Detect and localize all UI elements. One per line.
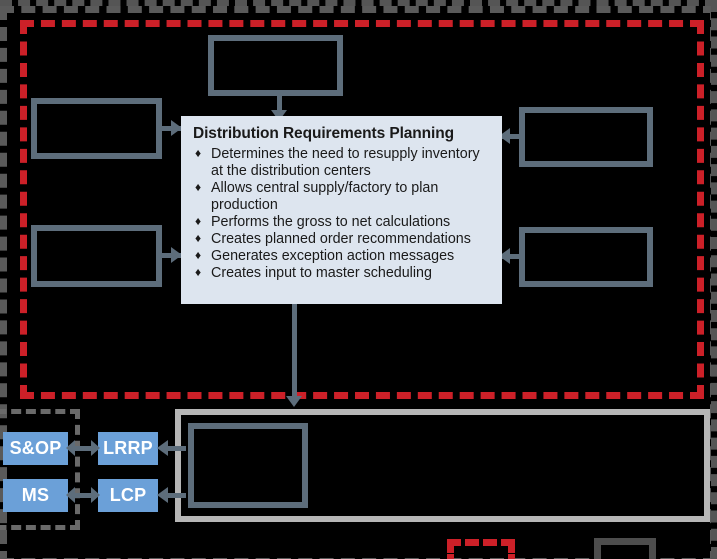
process-block-ms[interactable]: MS xyxy=(3,479,68,512)
connector-container-to-lrrp-arrowhead xyxy=(157,440,168,456)
process-block-label: MS xyxy=(21,485,50,505)
connector-panel-to-bottom-shaft xyxy=(292,304,297,403)
connector-left-upper-arrowhead xyxy=(171,120,182,136)
list-item: ♦ Performs the gross to net calculations xyxy=(193,214,490,231)
left-lower-box[interactable] xyxy=(31,225,162,287)
list-item: ♦ Generates exception action messages xyxy=(193,248,490,265)
connector-container-to-lrrp-shaft xyxy=(166,446,186,451)
connector-ms-lcp-double-arrow xyxy=(66,487,100,503)
drp-panel[interactable]: Distribution Requirements Planning ♦ Det… xyxy=(181,116,502,304)
planning-group-dashed-rect[interactable] xyxy=(0,409,80,530)
connector-right-upper-shaft xyxy=(501,134,523,139)
right-upper-box[interactable] xyxy=(519,107,653,167)
arrow-shaft xyxy=(74,493,92,498)
list-item-text: Generates exception action messages xyxy=(211,247,455,264)
process-block-label: S&OP xyxy=(9,438,62,458)
connector-right-lower-arrowhead xyxy=(499,248,510,264)
diamond-bullet-icon: ♦ xyxy=(195,179,202,194)
connector-right-upper-arrowhead xyxy=(499,128,510,144)
diamond-bullet-icon: ♦ xyxy=(195,264,202,279)
arrow-left-head-icon xyxy=(66,487,75,503)
connector-left-lower-arrowhead xyxy=(171,247,182,263)
arrow-right-head-icon xyxy=(91,440,100,456)
arrow-right-head-icon xyxy=(91,487,100,503)
arrow-shaft xyxy=(74,446,92,451)
list-item-text: Allows central supply/factory to plan pr… xyxy=(211,179,439,213)
process-block-label: LRRP xyxy=(103,438,153,458)
diamond-bullet-icon: ♦ xyxy=(195,247,202,262)
connector-sop-lrrp-double-arrow xyxy=(66,440,100,456)
list-item-text: Creates planned order recommendations xyxy=(211,230,471,247)
top-center-box[interactable] xyxy=(208,35,343,96)
panel-bullet-list: ♦ Determines the need to resupply invent… xyxy=(193,146,490,282)
connector-right-lower-shaft xyxy=(501,254,523,259)
connector-top-to-panel-shaft xyxy=(277,96,282,118)
diamond-bullet-icon: ♦ xyxy=(195,213,202,228)
list-item: ♦ Determines the need to resupply invent… xyxy=(193,146,490,180)
red-dashed-selection-rect-bottom[interactable] xyxy=(447,539,515,559)
list-item: ♦ Allows central supply/factory to plan … xyxy=(193,180,490,214)
process-block-sop[interactable]: S&OP xyxy=(3,432,68,465)
right-lower-box[interactable] xyxy=(519,227,653,287)
list-item-text: Determines the need to resupply inventor… xyxy=(211,145,480,179)
list-item: ♦ Creates planned order recommendations xyxy=(193,231,490,248)
panel-heading: Distribution Requirements Planning xyxy=(193,125,454,142)
connector-panel-to-bottom-arrowhead xyxy=(286,396,302,407)
list-item-text: Creates input to master scheduling xyxy=(211,264,432,281)
bottom-right-cut-box[interactable] xyxy=(594,538,656,559)
connector-top-to-panel-arrowhead xyxy=(271,110,287,121)
diamond-bullet-icon: ♦ xyxy=(195,230,202,245)
left-upper-box[interactable] xyxy=(31,98,162,159)
list-item: ♦ Creates input to master scheduling xyxy=(193,265,490,282)
list-item-text: Performs the gross to net calculations xyxy=(211,213,451,230)
red-dashed-selection-rect[interactable] xyxy=(20,20,704,399)
connector-container-to-lcp-shaft xyxy=(166,493,186,498)
process-block-lcp[interactable]: LCP xyxy=(98,479,158,512)
diamond-bullet-icon: ♦ xyxy=(195,145,202,160)
bottom-inner-box[interactable] xyxy=(188,423,308,508)
connector-container-to-lcp-arrowhead xyxy=(157,487,168,503)
arrow-left-head-icon xyxy=(66,440,75,456)
process-block-label: LCP xyxy=(109,485,147,505)
process-block-lrrp[interactable]: LRRP xyxy=(98,432,158,465)
